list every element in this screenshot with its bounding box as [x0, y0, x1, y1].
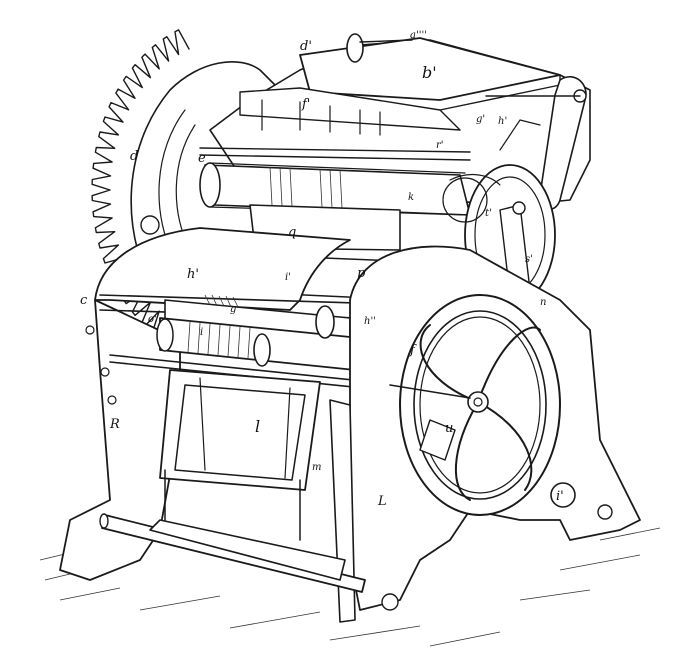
label-h2: h': [187, 267, 199, 282]
label-l: l: [255, 417, 260, 436]
label-i2: i': [285, 272, 291, 283]
label-h1: h': [498, 116, 507, 127]
label-o1: o': [148, 314, 157, 325]
label-n: n: [540, 297, 546, 308]
label-m: m: [312, 462, 321, 473]
label-k: k: [408, 192, 414, 203]
stretcher-rod: [99, 513, 366, 593]
label-t1: t': [485, 208, 492, 219]
label-f: f: [409, 343, 417, 358]
label-b1: b': [422, 63, 437, 82]
reference-labels: a'''' d' b' f' g' h' r' d e k t' q s' i'…: [80, 30, 564, 509]
label-h3: h'': [364, 316, 376, 327]
label-u: u: [445, 421, 453, 436]
label-R: R: [109, 417, 120, 432]
label-g1: g': [476, 114, 485, 125]
label-r1: r': [436, 140, 444, 151]
upper-frame: [209, 33, 591, 210]
label-i: i: [200, 327, 203, 338]
label-a4: a'''': [410, 30, 427, 41]
type-bed: [159, 369, 321, 541]
label-g: g: [230, 304, 236, 315]
label-d1: d': [300, 39, 312, 54]
label-q: q: [288, 225, 296, 240]
flywheel: [389, 294, 561, 516]
label-L: L: [377, 494, 387, 509]
label-d: d: [130, 149, 138, 164]
label-s1: s': [525, 254, 533, 265]
label-f1: f': [301, 97, 310, 112]
label-p: p: [357, 266, 366, 281]
label-e: e: [198, 151, 206, 166]
label-c: c: [80, 293, 88, 308]
label-i3: i': [556, 489, 564, 504]
ground-hatching: [39, 527, 661, 647]
left-frame-side: [59, 227, 351, 581]
